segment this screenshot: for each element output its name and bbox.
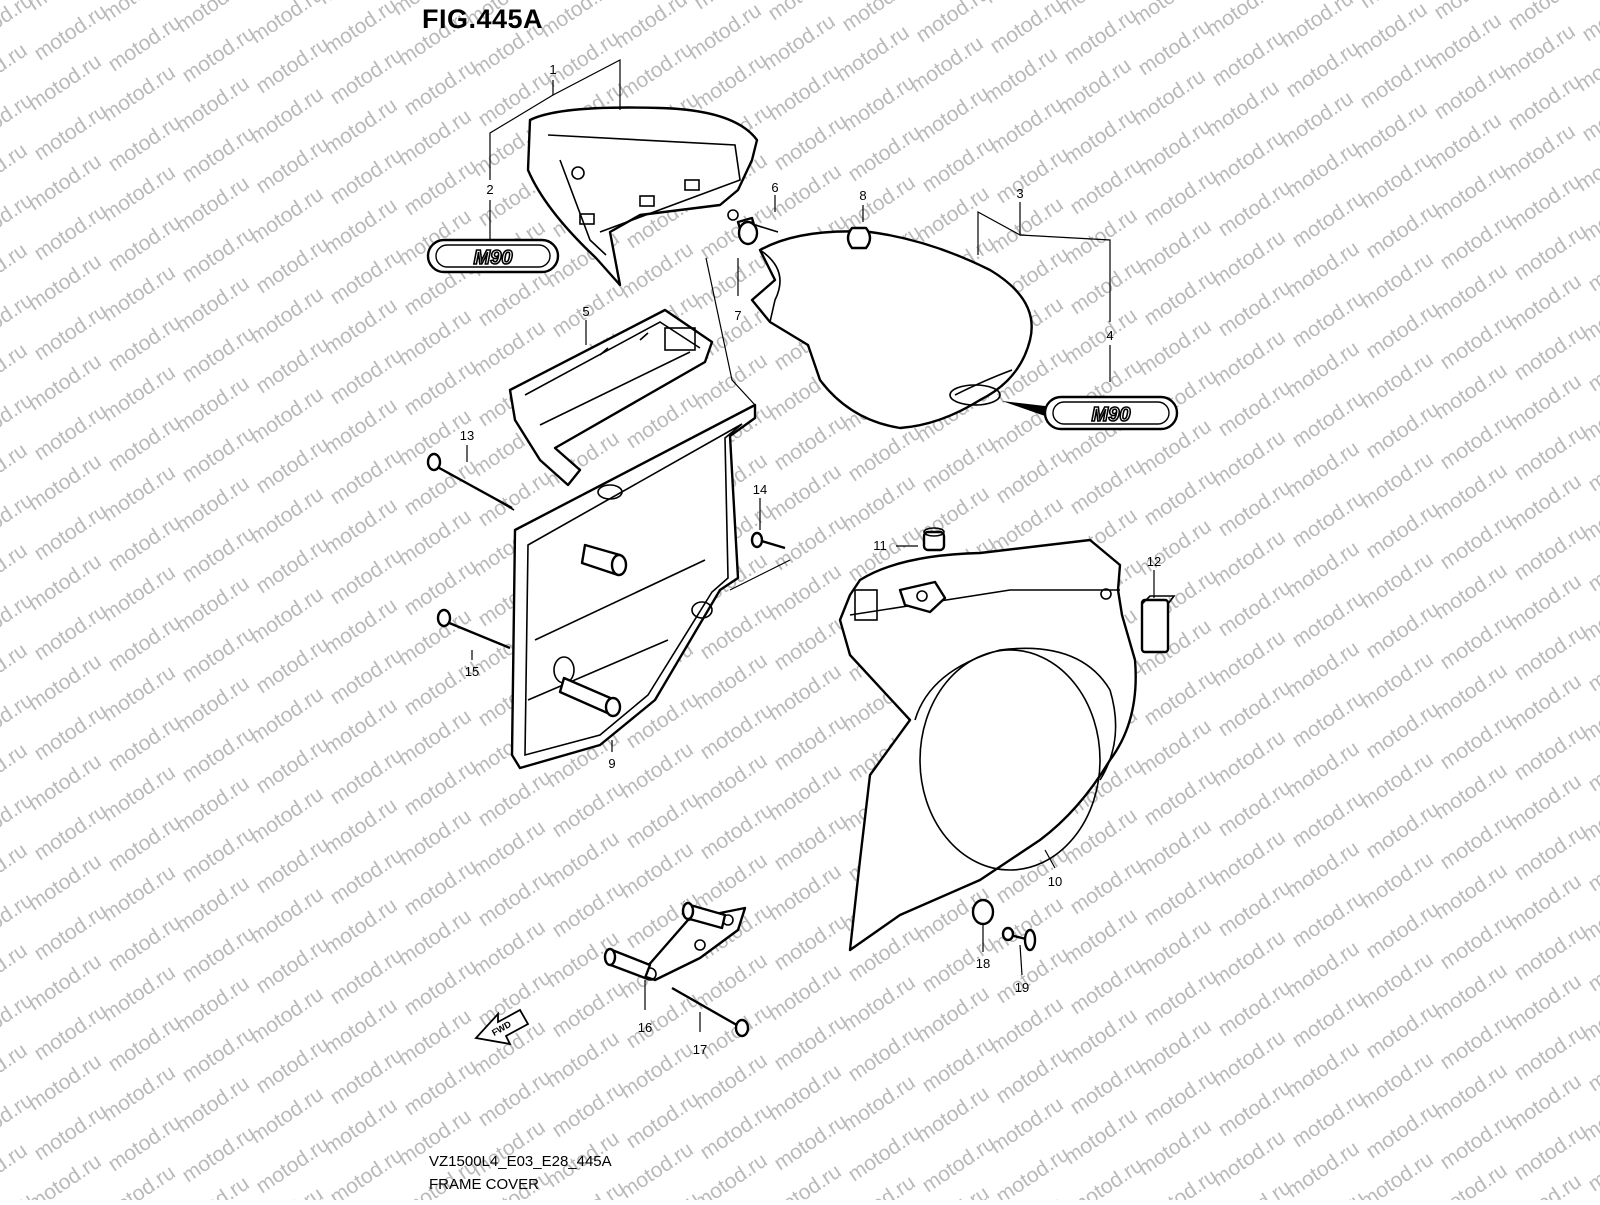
callout-11: 11 — [873, 538, 887, 553]
callout-16: 16 — [638, 1020, 652, 1035]
watermark-text: motod.ru — [1578, 0, 1600, 46]
model-code: VZ1500L4_E03_E28_445A — [429, 1153, 612, 1170]
callout-10: 10 — [1048, 874, 1062, 889]
callout-18: 18 — [976, 956, 990, 971]
callout-7: 7 — [734, 308, 741, 323]
callout-19: 19 — [1015, 980, 1029, 995]
figure-name: FRAME COVER — [429, 1176, 540, 1193]
watermark-text: motod.ru — [1356, 1148, 1438, 1200]
part-9-frame — [510, 403, 757, 770]
callout-12: 12 — [1147, 554, 1161, 569]
leader-lines — [466, 59, 1155, 1032]
watermark-text: motod.ru — [0, 1139, 32, 1200]
callout-5: 5 — [582, 304, 589, 319]
emblem-left-text: M90 — [474, 247, 513, 269]
callout-4: 4 — [1106, 328, 1113, 343]
emblem-left: M90 — [426, 238, 560, 274]
callout-17: 17 — [693, 1042, 707, 1057]
figure-title: FIG.445A — [422, 4, 544, 34]
emblem-right: M90 — [1043, 395, 1179, 431]
fwd-arrow-icon: FWD — [474, 1008, 530, 1046]
hardware-parts — [426, 216, 1176, 1038]
callout-3: 3 — [1016, 186, 1023, 201]
part-3-side-cover — [750, 230, 1033, 430]
emblem-right-text: M90 — [1092, 404, 1131, 426]
watermark-text: motod.ru — [690, 1149, 772, 1200]
callout-labels: 1 2 3 4 5 6 7 8 9 10 11 12 13 14 15 16 1… — [460, 62, 1161, 1057]
part-16-bracket — [603, 901, 747, 982]
watermark-text: motod.ru — [24, 1150, 106, 1200]
callout-1: 1 — [549, 62, 556, 77]
callout-13: 13 — [460, 428, 474, 443]
watermark-text: motod.ru — [986, 0, 1068, 58]
callout-9: 9 — [608, 756, 615, 771]
part-10-lower-cover — [838, 538, 1137, 952]
watermark-text: motod.ru — [912, 0, 994, 47]
callout-8: 8 — [859, 188, 866, 203]
emblem-pointer-arrow — [1002, 401, 1045, 416]
callout-14: 14 — [753, 482, 767, 497]
part-5-bracket — [508, 308, 714, 487]
callout-2: 2 — [486, 182, 493, 197]
part-1-cover — [526, 106, 759, 287]
callout-15: 15 — [465, 664, 479, 679]
callout-6: 6 — [771, 180, 778, 195]
